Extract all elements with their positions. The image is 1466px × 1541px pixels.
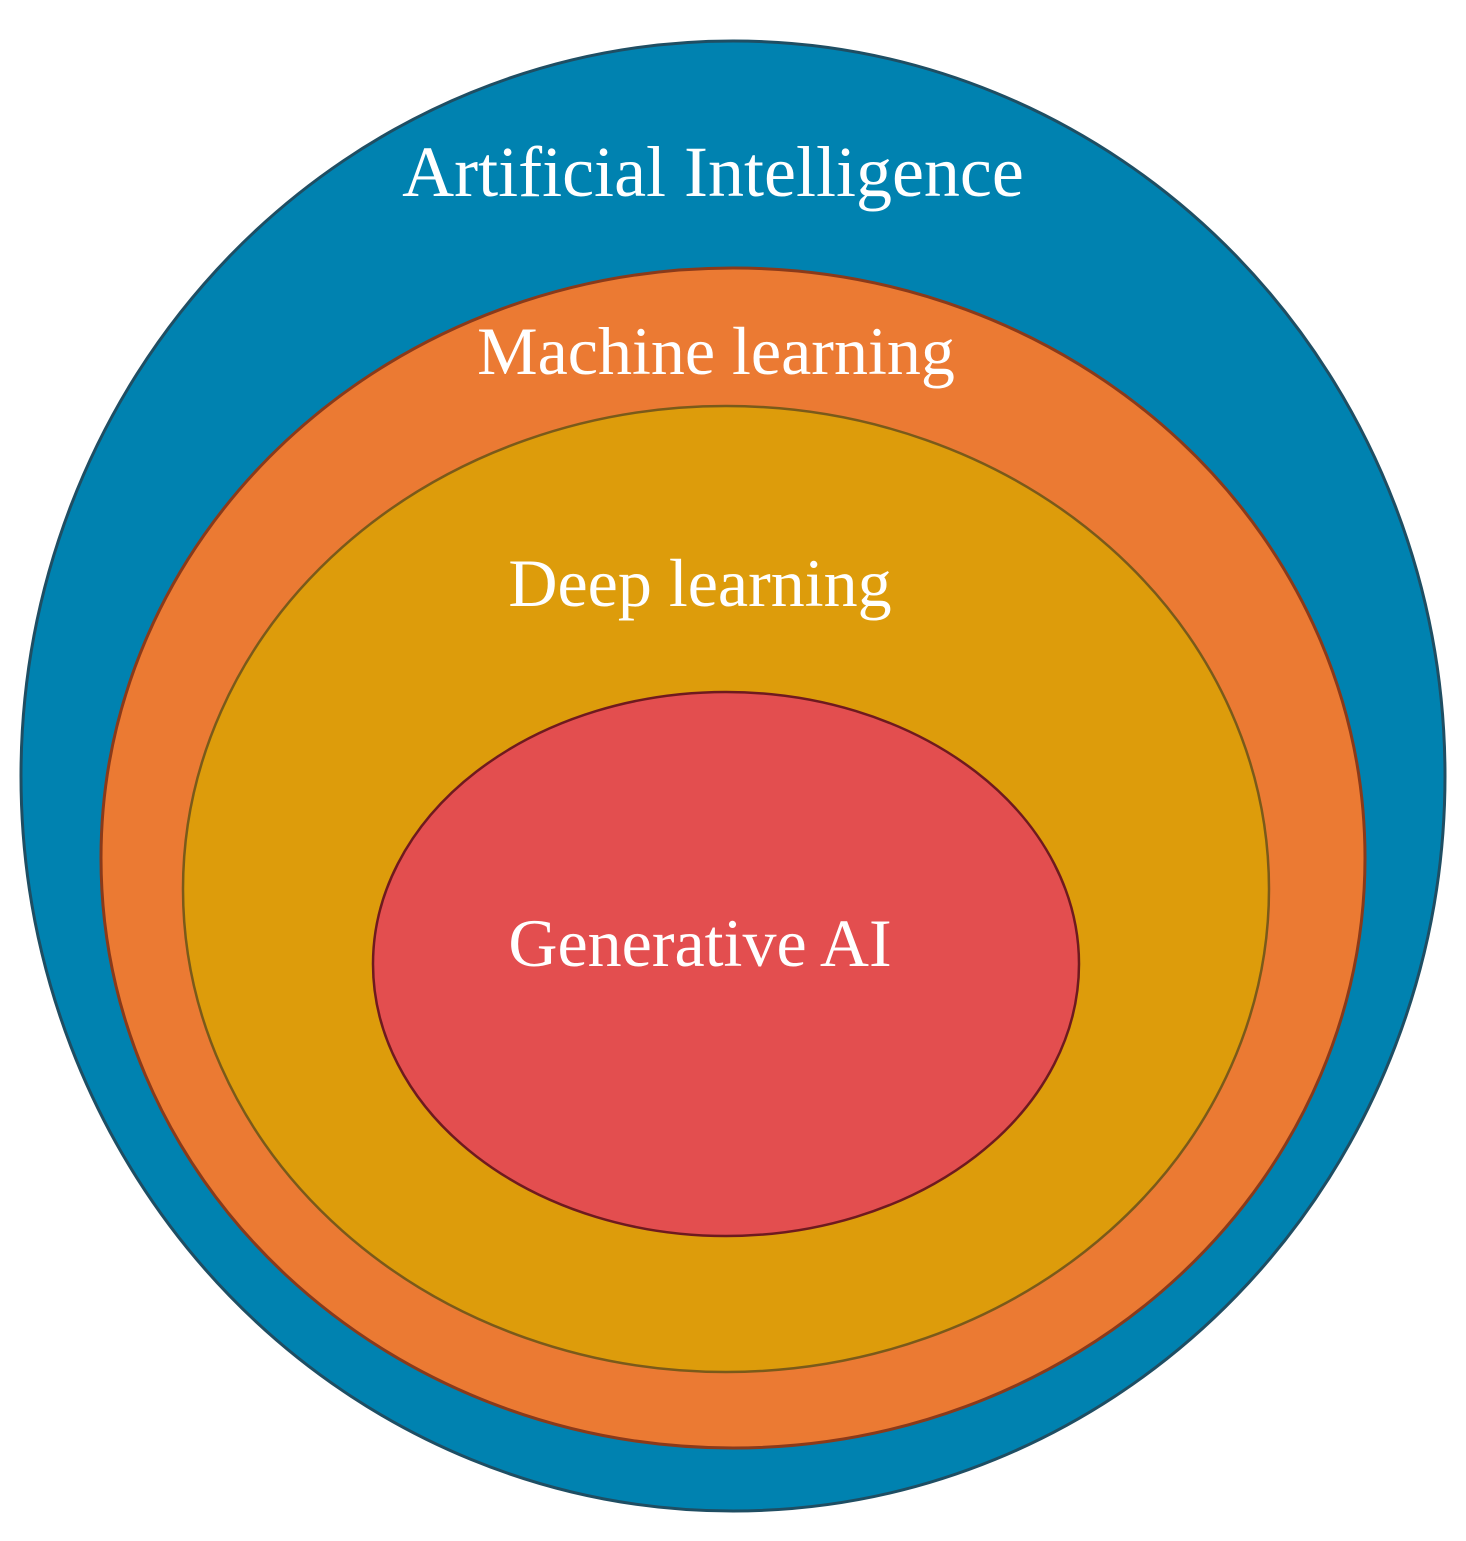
ai-label: Artificial Intelligence	[402, 132, 1024, 212]
genai-label: Generative AI	[508, 905, 891, 981]
genai-ellipse	[371, 690, 1081, 1238]
dl-label: Deep learning	[508, 545, 891, 621]
ml-label: Machine learning	[477, 313, 955, 389]
